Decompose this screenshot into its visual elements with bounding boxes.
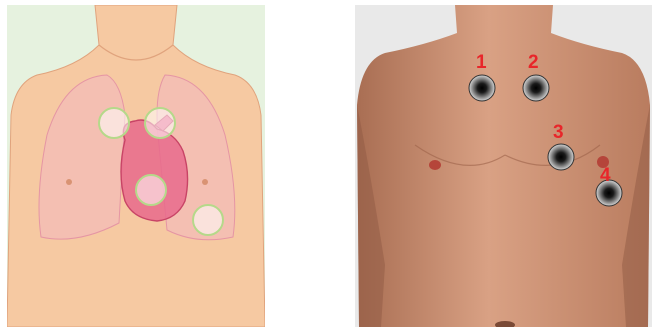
marker-label-2: 2 bbox=[528, 52, 539, 73]
auscultation-point-mitral bbox=[193, 205, 223, 235]
right-nipple bbox=[202, 179, 208, 185]
marker-label-3: 3 bbox=[553, 122, 564, 143]
chest-photo: 1 2 3 4 bbox=[355, 5, 652, 327]
marker-label-4: 4 bbox=[600, 165, 611, 186]
chest-illustration-icon bbox=[7, 5, 265, 327]
chest-photo-icon: 1 2 3 4 bbox=[355, 5, 652, 327]
auscultation-point-pulmonic bbox=[145, 108, 175, 138]
marker-label-1: 1 bbox=[476, 52, 487, 73]
left-nipple bbox=[66, 179, 72, 185]
auscultation-point-tricuspid bbox=[136, 175, 166, 205]
auscultation-point-aortic bbox=[99, 108, 129, 138]
photo-left-nipple bbox=[429, 160, 441, 170]
chest-illustration bbox=[7, 5, 265, 327]
